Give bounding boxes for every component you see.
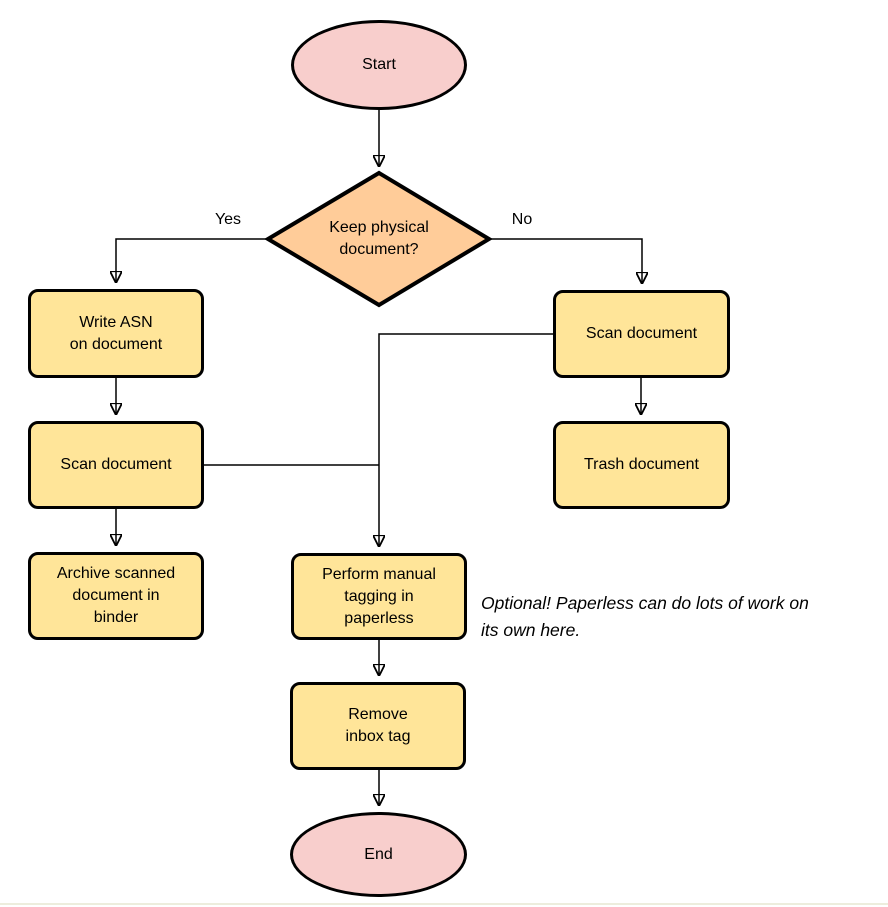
scan-document-right-node: Scan document [553, 290, 730, 378]
archive-document-label: Archive scanned document in binder [56, 565, 176, 626]
edge-scanright-to-tagging [379, 333, 553, 546]
decision-node: Keep physical document? [283, 204, 475, 274]
decision-node-label: Keep physical document? [329, 219, 429, 258]
write-asn-node-label: Write ASN on document [69, 313, 163, 353]
edge-decision-yes [116, 238, 266, 282]
scan-document-right-label: Scan document [585, 325, 698, 342]
archive-document-node: Archive scanned document in binder [28, 552, 204, 640]
scan-document-left-label: Scan document [60, 456, 172, 473]
end-node: End [290, 812, 467, 897]
start-node-label: Start [362, 56, 396, 73]
end-node-label: End [364, 845, 393, 863]
trash-document-node: Trash document [553, 421, 730, 509]
optional-note: Optional! Paperless can do lots of work … [481, 593, 809, 640]
remove-inbox-tag-node: Remove inbox tag [290, 682, 466, 770]
scan-document-left-node: Scan document [28, 421, 204, 509]
write-asn-node: Write ASN on document [28, 289, 204, 378]
edge-label-no: No [511, 211, 533, 228]
edge-label-yes: Yes [214, 211, 242, 228]
trash-document-label: Trash document [583, 456, 699, 473]
decision-diamond-shape [264, 170, 493, 308]
manual-tagging-label: Perform manual tagging in paperless [322, 565, 436, 627]
remove-inbox-tag-label: Remove inbox tag [345, 706, 411, 745]
start-node: Start [291, 20, 467, 110]
manual-tagging-node: Perform manual tagging in paperless [291, 553, 467, 640]
edge-decision-no [490, 238, 642, 283]
bottom-edge-rule [0, 903, 888, 905]
